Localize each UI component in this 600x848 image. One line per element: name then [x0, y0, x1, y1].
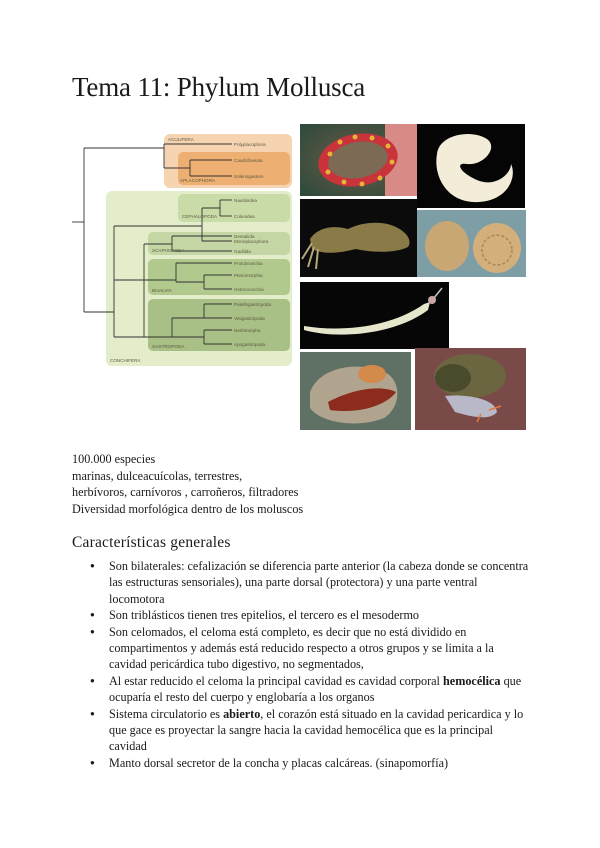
text-segment: , el corazón está situado en la cavidad …: [109, 706, 524, 754]
list-item: Son bilaterales: cefalización se diferen…: [72, 558, 532, 607]
diversity-note: Diversidad morfológica dentro de los mol…: [72, 501, 304, 516]
taxon-label: Patellogastropoda: [234, 302, 271, 307]
taxon-label: Coleoidea: [234, 214, 255, 219]
mollusca-cladogram: ACULIFERA APLACOPHORA CEPHALOPODA SCAPHO…: [72, 134, 292, 366]
scallop-photo: [300, 352, 411, 430]
page-title: Tema 11: Phylum Mollusca: [72, 72, 366, 102]
taxon-label: Solenogastres: [234, 174, 264, 179]
label-bivalvia: BIVALVIA: [152, 288, 173, 293]
intro-block: 100.000 especies marinas, dulceacuícolas…: [72, 451, 303, 517]
scaphopoda-box: [148, 232, 290, 255]
cuttlefish-photo: [300, 199, 417, 277]
section-heading: Características generales: [72, 534, 231, 551]
list-item: Sistema circulatorio es abierto, el cora…: [72, 706, 532, 755]
list-item: Manto dorsal secretor de la concha y pla…: [72, 755, 532, 772]
cephalopoda-box: [178, 194, 290, 222]
monoplacophoran-photo: [417, 210, 526, 277]
chiton-photo: [300, 124, 417, 196]
label-scaphopoda: SCAPHOPODA: [152, 248, 185, 253]
taxon-label: Neritimorpha: [234, 328, 261, 333]
text-segment: Sistema circulatorio es: [109, 706, 224, 721]
emphasis-hemocelica: hemocélica: [443, 673, 501, 688]
emphasis-abierto: abierto: [223, 706, 261, 721]
label-aculifera: ACULIFERA: [168, 137, 195, 142]
species-count: 100.000 especies: [72, 452, 156, 466]
list-item: Son triblásticos tienen tres epitelios, …: [72, 607, 532, 624]
bivalvia-box: [148, 259, 290, 295]
habitats: marinas, dulceacuícolas, terrestres,: [72, 468, 243, 483]
label-conchifera: CONCHIFERA: [110, 358, 141, 363]
taxon-label: Heteroconchia: [234, 287, 264, 292]
taxon-label: Nautiloidea: [234, 198, 257, 203]
text-segment: que ocuparía el resto del cuerpo y englo…: [109, 673, 522, 705]
snail-photo: [415, 348, 526, 430]
gastropoda-box: [148, 299, 290, 351]
list-item: Son celomados, el celoma está completo, …: [72, 624, 532, 673]
characteristics-list: Son bilaterales: cefalización se diferen…: [72, 558, 532, 772]
taxon-label: Vetigastropoda: [234, 316, 265, 321]
taxon-label: Monoplacophora: [234, 239, 269, 244]
label-gastropoda: GASTROPODA: [152, 344, 185, 349]
label-cephalopoda: CEPHALOPODA: [182, 214, 218, 219]
taxon-label: Dentaliida: [234, 234, 255, 239]
taxon-label: Caudofoveata: [234, 158, 263, 163]
taxon-label: Pteriomorphia: [234, 273, 263, 278]
taxon-label: Protobranchia: [234, 261, 263, 266]
list-item: Al estar reducido el celoma la principal…: [72, 673, 532, 706]
text-segment: Al estar reducido el celoma la principal…: [109, 673, 443, 688]
label-aplacophora: APLACOPHORA: [180, 178, 216, 183]
aplacophoran-photo: [417, 124, 525, 208]
taxon-label: Polyplacophora: [234, 142, 266, 147]
taxon-label: Gadilida: [234, 249, 251, 254]
scaphopod-photo: [300, 282, 449, 349]
taxon-label: Apogastropoda: [234, 342, 266, 347]
diets: herbívoros, carnívoros , carroñeros, fil…: [72, 485, 299, 499]
